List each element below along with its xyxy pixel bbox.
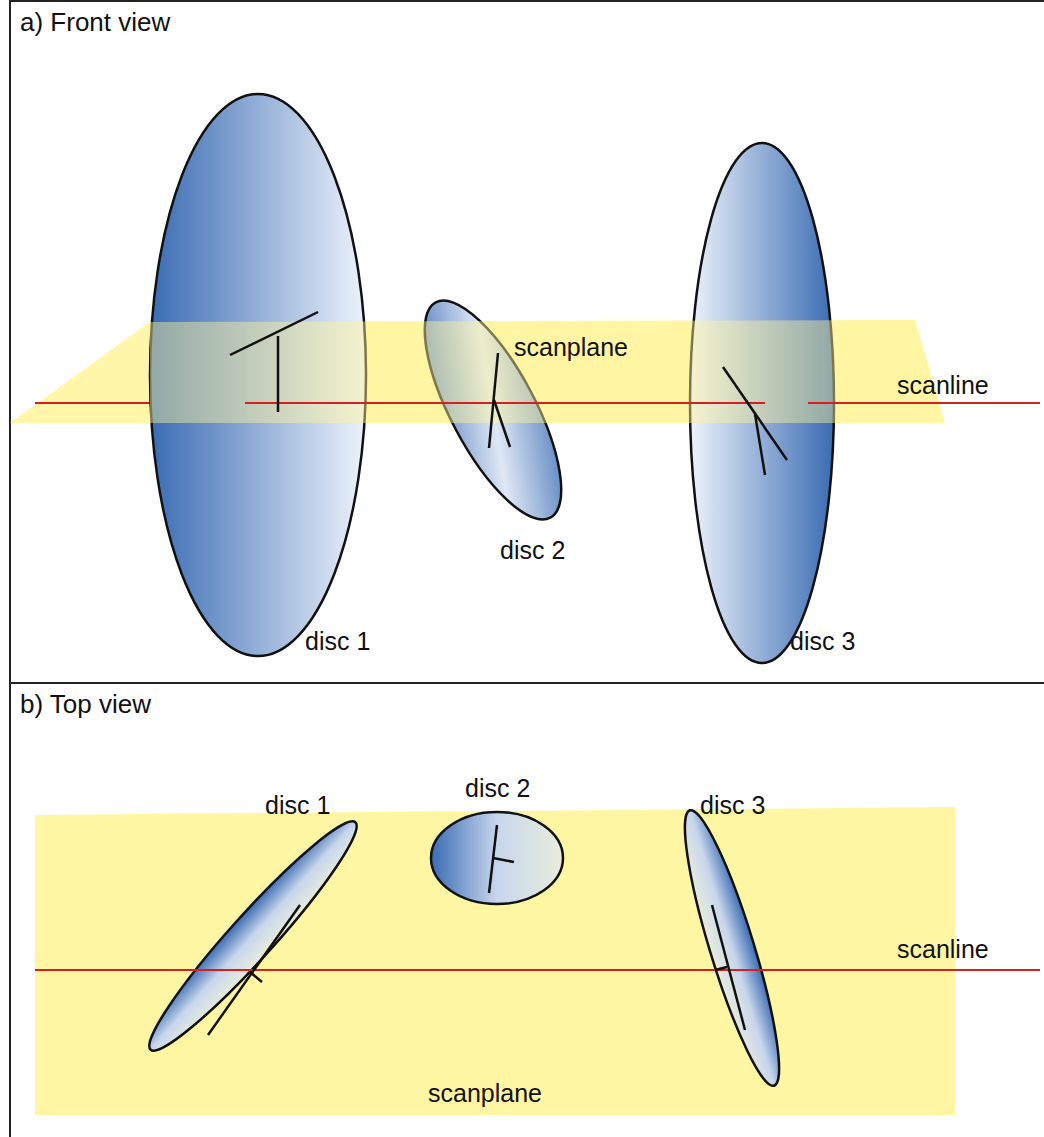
plane-label: scanplane: [514, 334, 628, 362]
strike-dip-symbol: [230, 312, 787, 475]
disc-label: disc 1: [305, 628, 370, 656]
disc-label: disc 3: [790, 628, 855, 656]
plane-label: scanplane: [428, 1080, 542, 1108]
disc-2-top: [431, 812, 563, 904]
disc-label: disc 2: [500, 537, 565, 565]
scanline-front: [245, 402, 765, 404]
line-label: scanline: [897, 936, 989, 964]
strike-dip-symbol: [208, 825, 745, 1035]
scanline-top: [35, 969, 1040, 971]
scanplane-front: [10, 320, 945, 423]
line-label: scanline: [897, 372, 989, 400]
scanline-front: [808, 402, 1040, 404]
disc-label: disc 1: [265, 792, 330, 820]
scanplane-top: [35, 807, 955, 1115]
disc-label: disc 3: [700, 792, 765, 820]
disc-3-top: [669, 804, 795, 1092]
panel-title: b) Top view: [20, 690, 151, 719]
scanline-front: [35, 402, 150, 404]
disc-label: disc 2: [465, 775, 530, 803]
panel-frame: [10, 0, 1044, 1137]
panel-title: a) Front view: [20, 8, 170, 37]
disc-1-top: [134, 808, 371, 1065]
